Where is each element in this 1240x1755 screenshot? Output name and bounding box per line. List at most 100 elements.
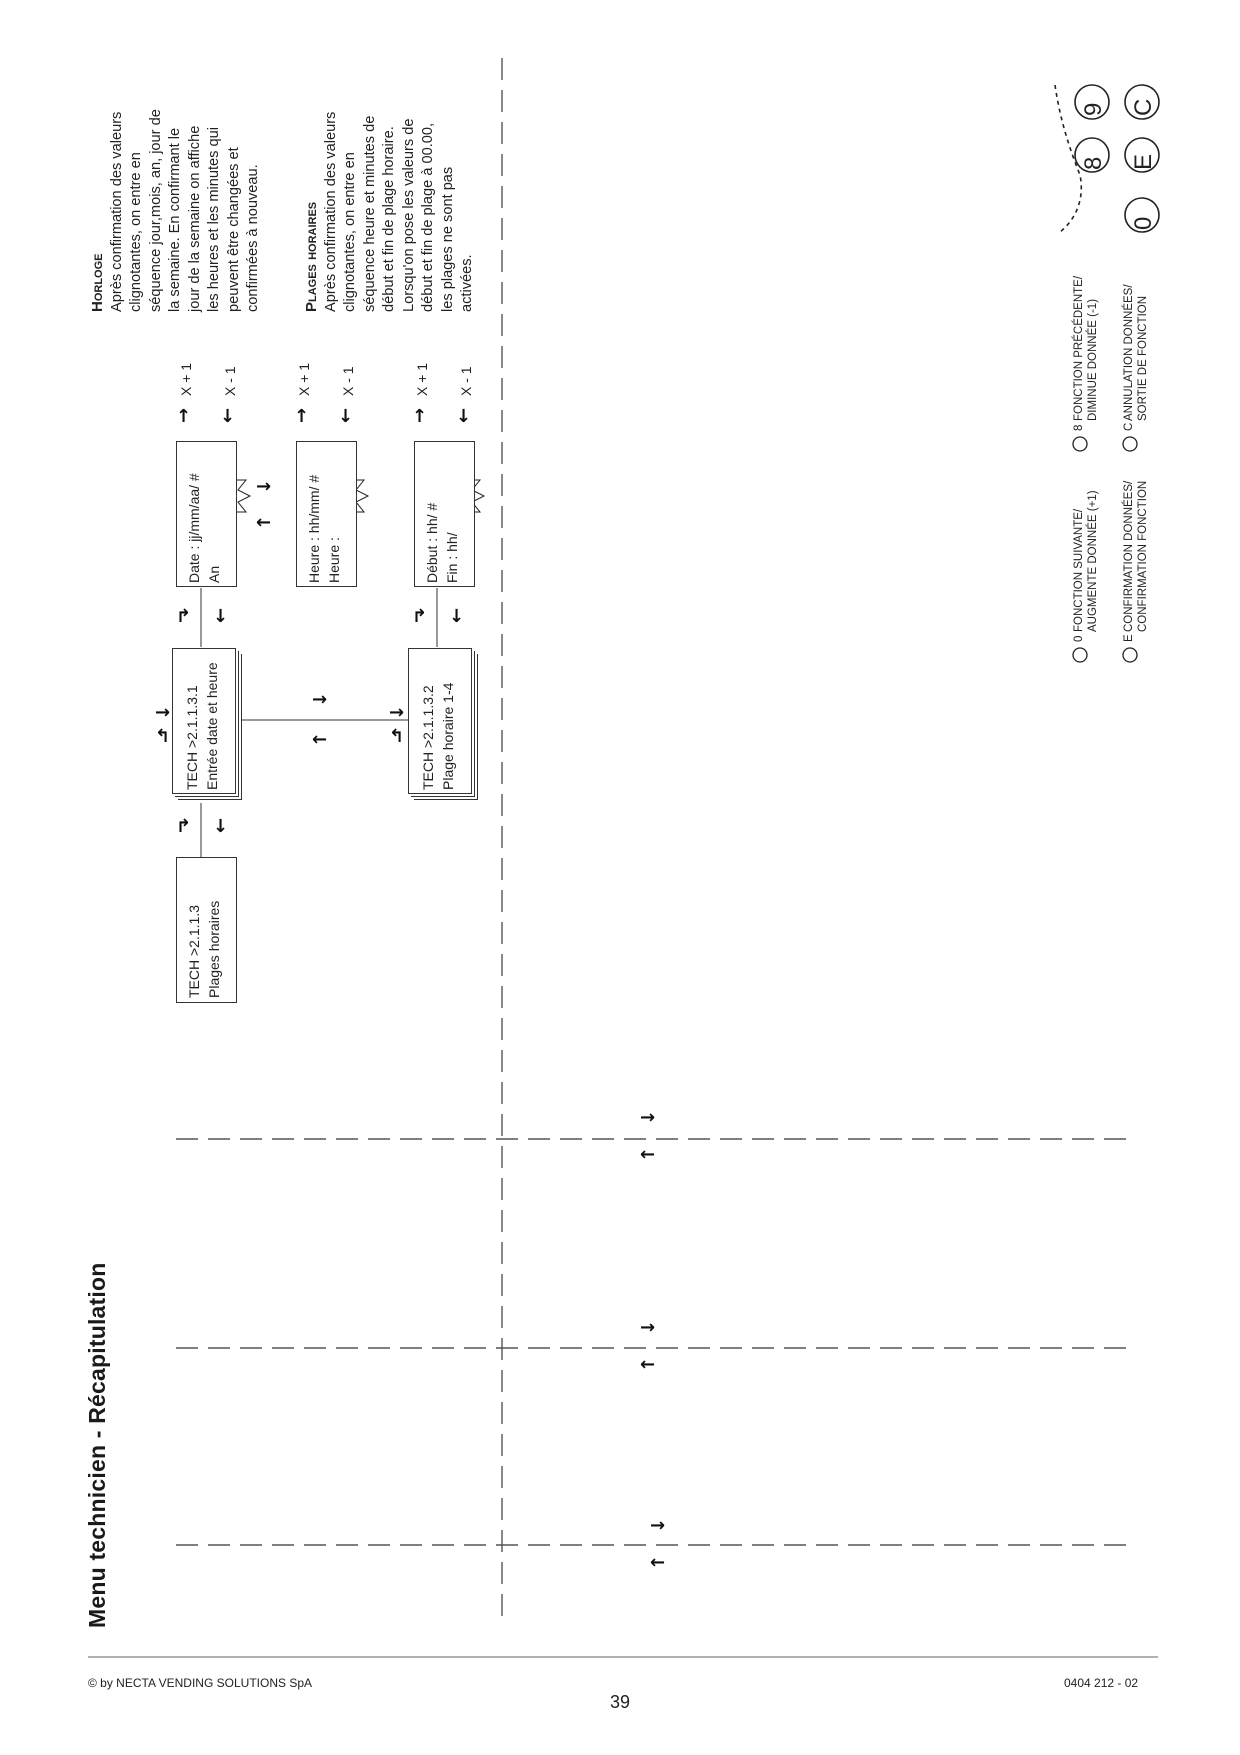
box-line: Plage horaire 1-4 <box>440 682 456 790</box>
arrow-icon: ← <box>256 512 271 533</box>
menu-box-heure <box>296 441 357 587</box>
note-line: Après confirmation des valeurs <box>322 111 339 312</box>
note-line: Après confirmation des valeurs <box>108 111 125 312</box>
menu-box-date-text: Date : jj/mm/aa/ # An <box>184 473 224 583</box>
menu-box-plages-horaires-text: TECH >2.1.1.3 Plages horaires <box>184 901 224 998</box>
legend-key-c-label: C <box>1123 422 1135 431</box>
box-line: An <box>206 565 222 583</box>
box-line: Heure : <box>326 537 342 583</box>
box-line: TECH >2.1.1.3.1 <box>184 685 200 790</box>
note-plages-heading: Plages horaires <box>303 201 320 312</box>
note-line: début et fin de plage horaire. <box>381 126 397 312</box>
arrow-icon: ← <box>640 1144 655 1165</box>
step-minus-label: X - 1 <box>340 366 356 396</box>
arrow-icon: → <box>389 702 404 723</box>
note-line: les heures et les minutes qui <box>206 127 222 312</box>
menu-box-entree-date-heure-text: TECH >2.1.1.3.1 Entrée date et heure <box>182 662 222 790</box>
note-line: séquence jour,mois, an, jour de <box>147 109 164 312</box>
arrow-icon: ↑ <box>412 406 427 427</box>
arrow-icon: ↓ <box>220 406 235 427</box>
note-line: Lorsqu'on pose les valeurs de <box>400 118 417 312</box>
menu-box-date <box>176 441 237 587</box>
legend-line: SORTIE DE FONCTION <box>1137 295 1149 421</box>
legend-key-c-icon <box>1122 436 1138 452</box>
note-line: début et fin de plage à 00.00, <box>420 122 436 312</box>
keypad-key-0: 0 <box>1130 216 1157 230</box>
arrow-icon: ← <box>640 1354 655 1375</box>
legend-line: FONCTION SUIVANTE/ <box>1073 508 1085 632</box>
legend-key-0-text: FONCTION SUIVANTE/ AUGMENTE DONNÉE (+1) <box>1072 490 1100 632</box>
keypad-graphic <box>1054 84 1160 233</box>
keypad-key-e: E <box>1130 153 1157 170</box>
legend-line: FONCTION PRÉCÉDENTE/ <box>1073 275 1085 421</box>
arrow-icon: → <box>256 476 271 497</box>
keypad-key-c: C <box>1130 98 1157 116</box>
note-line: clignotantes, on entre en <box>342 152 358 312</box>
menu-box-plage-horaire-text: TECH >2.1.1.3.2 Plage horaire 1-4 <box>418 683 458 790</box>
arrow-icon: ↑ <box>294 406 309 427</box>
footer-doc-code: 0404 212 - 02 <box>1064 1676 1139 1690</box>
note-line: clignotantes, on entre en <box>128 152 144 312</box>
arrow-icon: ↑ <box>176 406 191 427</box>
keypad-key-9: 9 <box>1080 102 1107 116</box>
note-horloge: Horloge Après confirmation des valeurs c… <box>88 52 264 312</box>
step-plus-label: X + 1 <box>296 362 312 396</box>
box-line: Plages horaires <box>206 900 222 998</box>
box-line: Date : jj/mm/aa/ # <box>186 473 202 583</box>
note-line: la semaine. En confirmant le <box>167 127 183 312</box>
legend-key-e-text: CONFIRMATION DONNÉES/ CONFIRMATION FONCT… <box>1122 481 1150 632</box>
arrow-icon: ↰ <box>155 726 170 747</box>
note-line: activées. <box>459 254 475 312</box>
menu-box-entree-date-heure <box>172 648 236 794</box>
menu-box-plages-horaires <box>176 857 237 1003</box>
arrow-icon: → <box>640 1317 655 1338</box>
arrow-icon: ↓ <box>213 606 228 627</box>
arrow-icon: → <box>640 1107 655 1128</box>
footer-copyright: © by NECTA VENDING SOLUTIONS SpA <box>88 1676 313 1690</box>
legend-line: ANNULATION DONNÉES/ <box>1123 284 1135 421</box>
box-line: Début : hh/ # <box>424 502 440 583</box>
note-line: les plages ne sont pas <box>439 166 456 312</box>
menu-box-debut-fin <box>414 441 475 587</box>
legend-key-8-label: 8 <box>1073 424 1085 431</box>
step-plus-label: X + 1 <box>178 362 194 396</box>
arrow-icon: ↱ <box>176 816 191 837</box>
arrow-icon: → <box>312 689 327 710</box>
legend-key-8-text: FONCTION PRÉCÉDENTE/ DIMINUE DONNÉE (-1) <box>1072 276 1100 421</box>
arrow-icon: ← <box>312 729 327 750</box>
legend-line: AUGMENTE DONNÉE (+1) <box>1087 490 1099 632</box>
note-horloge-heading: Horloge <box>89 253 106 312</box>
arrow-icon: ↓ <box>213 816 228 837</box>
box-line: Entrée date et heure <box>204 662 220 790</box>
box-line: Fin : hh/ <box>444 532 460 583</box>
page-number: 39 <box>610 1692 631 1712</box>
arrow-icon: ↓ <box>449 606 464 627</box>
legend-line: CONFIRMATION FONCTION <box>1137 480 1149 632</box>
box-line: TECH >2.1.1.3 <box>186 905 202 998</box>
note-line: jour de la semaine on affiche <box>186 125 203 312</box>
box-line: Heure : hh/mm/ # <box>306 474 322 583</box>
step-minus-label: X - 1 <box>222 366 238 396</box>
arrow-icon: ← <box>650 1552 665 1573</box>
step-plus-label: X + 1 <box>414 362 430 396</box>
arrow-icon: → <box>155 702 170 723</box>
arrow-icon: → <box>650 1515 665 1536</box>
note-line: séquence heure et minutes de <box>361 115 378 312</box>
menu-box-debut-fin-text: Début : hh/ # Fin : hh/ <box>422 503 462 583</box>
legend-key-e-icon <box>1122 647 1138 663</box>
legend-key-c-text: ANNULATION DONNÉES/ SORTIE DE FONCTION <box>1122 284 1150 421</box>
legend-key-0-icon <box>1072 647 1088 663</box>
keypad-key-8: 8 <box>1080 156 1107 170</box>
box-line: TECH >2.1.1.3.2 <box>420 685 436 790</box>
arrow-icon: ↓ <box>456 406 471 427</box>
step-minus-label: X - 1 <box>458 366 474 396</box>
arrow-icon: ↓ <box>338 406 353 427</box>
note-line: peuvent être changées et <box>225 147 242 312</box>
legend-key-0-label: 0 <box>1073 635 1085 642</box>
legend-line: DIMINUE DONNÉE (-1) <box>1087 298 1099 421</box>
menu-box-plage-horaire <box>408 648 472 794</box>
arrow-icon: ↱ <box>412 606 427 627</box>
arrow-icon: ↱ <box>176 606 191 627</box>
legend-line: CONFIRMATION DONNÉES/ <box>1123 480 1135 632</box>
